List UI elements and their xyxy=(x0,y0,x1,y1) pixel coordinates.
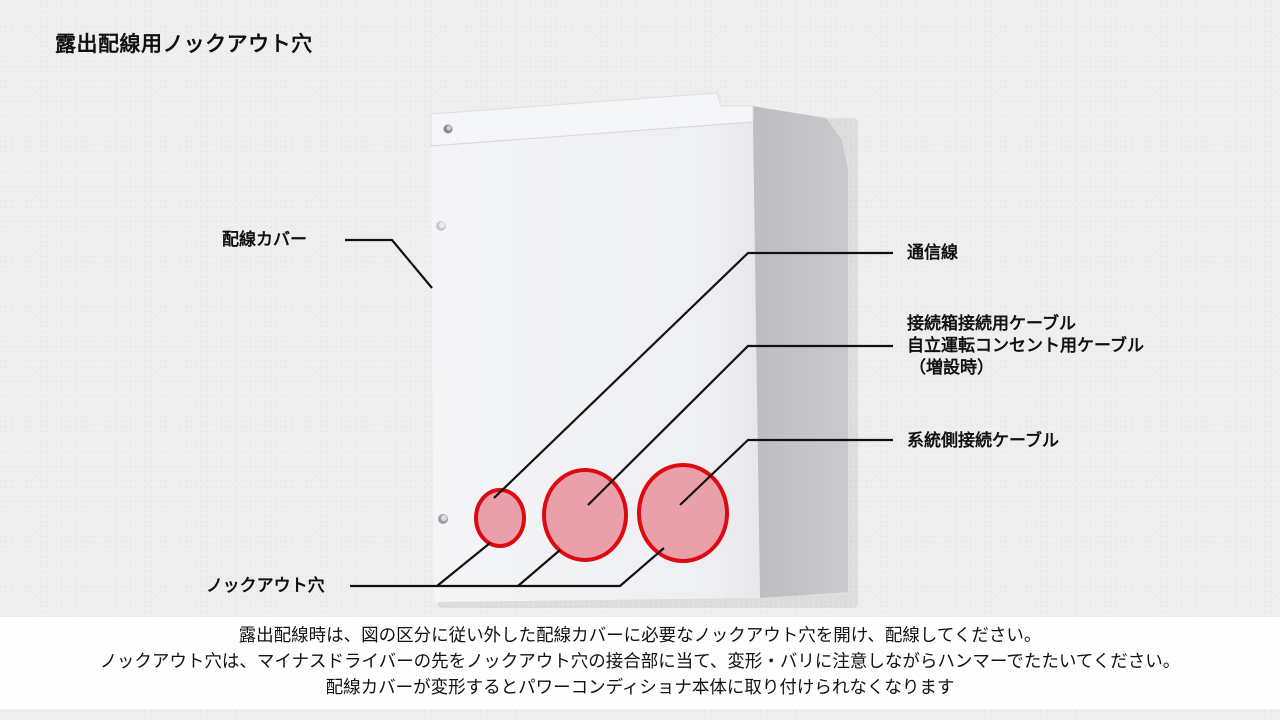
label-knockout-hole: ノックアウト穴 xyxy=(206,576,325,596)
caption-line-2: ノックアウト穴は、マイナスドライバーの先をノックアウト穴の接合部に当て、変形・バ… xyxy=(99,652,1181,672)
screw-hole-icon xyxy=(443,124,453,134)
label-grid-cable: 系統側接続ケーブル xyxy=(907,431,1059,451)
knockout-hole-small xyxy=(474,488,526,548)
caption-box: 露出配線時は、図の区分に従い外した配線カバーに必要なノックアウト穴を開け、配線し… xyxy=(0,617,1280,709)
label-junction-cable-line2: 自立運転コンセント用ケーブル xyxy=(907,336,1144,356)
knockout-hole-large xyxy=(637,463,729,563)
label-junction-cable-line1: 接続箱接続用ケーブル xyxy=(907,314,1076,334)
leader-lines xyxy=(345,238,893,588)
caption-line-1: 露出配線時は、図の区分に従い外した配線カバーに必要なノックアウト穴を開け、配線し… xyxy=(238,626,1042,646)
label-junction-cable: 接続箱接続用ケーブル 自立運転コンセント用ケーブル （増設時） xyxy=(907,313,1144,379)
knockout-hole-medium xyxy=(542,468,628,562)
box-side-panel xyxy=(752,106,848,598)
screw-hole-icon xyxy=(436,221,446,231)
label-junction-cable-line3: （増設時） xyxy=(909,358,994,378)
screw-hole-icon xyxy=(438,514,448,524)
label-comm-line: 通信線 xyxy=(907,243,958,263)
label-wiring-cover: 配線カバー xyxy=(222,230,307,250)
caption-line-3: 配線カバーが変形するとパワーコンディショナ本体に取り付けられなくなります xyxy=(325,678,955,698)
page-title: 露出配線用ノックアウト穴 xyxy=(55,32,313,56)
